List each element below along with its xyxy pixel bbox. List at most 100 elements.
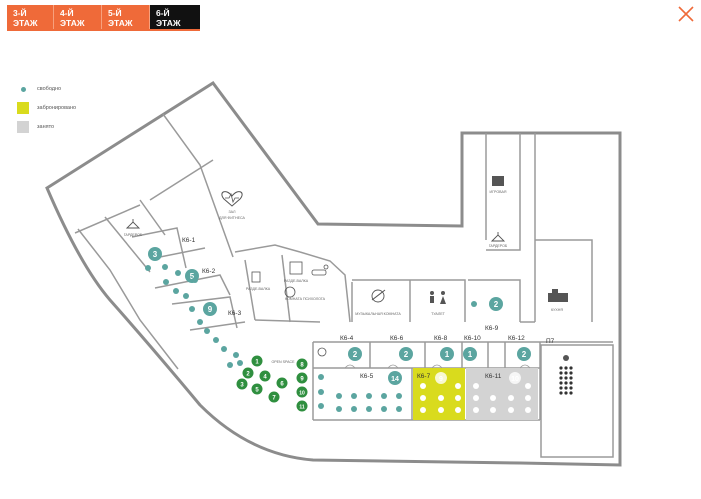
open-space-seats: 1 2 3 4 5 6 7 8 9 10 11 — [236, 355, 308, 412]
floor-tabs: 3-Й ЭТАЖ 4-Й ЭТАЖ 5-Й ЭТАЖ 6-Й ЭТАЖ — [7, 5, 200, 31]
busy-seat-dots — [473, 383, 531, 413]
room-k6-5-label: К6-5 — [360, 373, 374, 380]
tab-floor-6[interactable]: 6-Й ЭТАЖ — [150, 5, 200, 31]
svg-text:8: 8 — [300, 363, 304, 369]
close-icon — [678, 6, 694, 22]
legend-busy: занято — [17, 121, 76, 133]
capacity-badge-k6-4[interactable]: 2 — [348, 347, 362, 361]
svg-text:7: 7 — [272, 396, 276, 402]
right-wing — [540, 344, 614, 458]
shower-icon — [251, 271, 261, 283]
svg-text:11: 11 — [299, 405, 305, 411]
chat-icon — [284, 286, 296, 298]
capacity-k6-9: 2 — [494, 300, 499, 309]
wardrobe-label-2: ГАРДЕРОБ — [489, 244, 508, 248]
capacity-badge-k6-10[interactable]: 1 — [463, 347, 477, 361]
free-seat-dots — [145, 264, 477, 412]
music-icon — [371, 289, 386, 303]
room-k6-11-label: К6-11 — [485, 373, 502, 380]
open-seat-7[interactable]: 7 — [268, 391, 280, 403]
room-k6-7-label: К6-7 — [417, 373, 431, 380]
close-button[interactable] — [676, 4, 696, 24]
booked-swatch — [17, 102, 29, 114]
legend-busy-label: занято — [37, 124, 55, 130]
legend: свободно забронировано занято — [17, 83, 76, 140]
svg-text:4: 4 — [263, 375, 267, 381]
room-k6-9-label: К6-9 — [485, 325, 499, 332]
capacity-badge-k6-5[interactable]: 14 — [388, 371, 402, 385]
capacity-k6-2: 5 — [190, 272, 195, 281]
legend-booked: забронировано — [17, 102, 76, 114]
toilet-icon — [430, 291, 446, 304]
open-seat-5[interactable]: 5 — [251, 383, 263, 395]
capacity-k6-5: 14 — [391, 376, 399, 383]
capacity-k6-6: 2 — [404, 350, 409, 359]
open-seat-4[interactable]: 4 — [259, 370, 271, 382]
free-swatch — [17, 83, 29, 95]
capacity-k6-3: 9 — [208, 305, 213, 314]
capacity-k6-12: 2 — [522, 350, 527, 359]
capacity-badge-k6-1[interactable]: 3 — [148, 247, 162, 261]
open-seat-6[interactable]: 6 — [276, 377, 288, 389]
busy-swatch — [17, 121, 29, 133]
open-seat-1[interactable]: 1 — [251, 355, 263, 367]
room-k6-12-label: К6-12 — [508, 335, 525, 342]
gym-label-1: ЗАЛ — [228, 210, 236, 214]
open-seat-11[interactable]: 11 — [296, 400, 308, 412]
room-k6-4-label: К6-4 — [340, 335, 354, 342]
capacity-badge-k6-12[interactable]: 2 — [517, 347, 531, 361]
svg-text:6: 6 — [280, 382, 284, 388]
capacity-k6-4: 2 — [353, 350, 358, 359]
capacity-k6-7: 9 — [439, 376, 443, 383]
svg-text:9: 9 — [300, 377, 304, 383]
room-k6-3-label: К6-3 — [228, 310, 242, 317]
capacity-badge-k6-9[interactable]: 2 — [489, 297, 503, 311]
capacity-badge-k6-8[interactable]: 1 — [440, 347, 454, 361]
svg-text:10: 10 — [299, 391, 305, 397]
capacity-badge-k6-6[interactable]: 2 — [399, 347, 413, 361]
room-k6-1-label: К6-1 — [182, 237, 196, 244]
tab-floor-5[interactable]: 5-Й ЭТАЖ — [102, 5, 150, 31]
kitchen-icon — [548, 289, 568, 302]
door-markers — [344, 364, 531, 369]
auditorium-seats — [559, 366, 573, 395]
open-space-label: OPEN SPACE — [271, 360, 295, 364]
room-k6-8-label: К6-8 — [434, 335, 448, 342]
svg-text:5: 5 — [255, 388, 259, 394]
open-seat-2[interactable]: 2 — [242, 367, 254, 379]
open-seat-9[interactable]: 9 — [296, 372, 308, 384]
open-seat-8[interactable]: 8 — [296, 358, 308, 370]
legend-free-label: свободно — [37, 86, 62, 92]
legend-booked-label: забронировано — [37, 105, 77, 111]
capacity-badges: 3 5 9 2 14 2 9 1 — [148, 247, 531, 385]
legend-free: свободно — [17, 83, 76, 95]
svg-text:1: 1 — [255, 360, 259, 366]
capacity-badge-k6-7[interactable]: 9 — [435, 372, 447, 384]
bathtub-icon — [311, 264, 329, 276]
tab-floor-3[interactable]: 3-Й ЭТАЖ — [7, 5, 54, 31]
capacity-k6-11: 10 — [511, 376, 519, 383]
capacity-badge-k6-3[interactable]: 9 — [203, 302, 217, 316]
shower-label-2: РАЗДЕ-ВАЛКА — [284, 279, 309, 283]
tab-floor-4[interactable]: 4-Й ЭТАЖ — [54, 5, 102, 31]
tab-underline — [7, 29, 200, 31]
room-k6-10-label: К6-10 — [464, 335, 481, 342]
room-p7-label: П7 — [546, 338, 555, 345]
room-k6-2-label: К6-2 — [202, 268, 216, 275]
outer-walls — [45, 80, 622, 467]
auditorium-icon — [563, 355, 569, 361]
hanger-icon-2 — [490, 232, 506, 242]
open-seat-3[interactable]: 3 — [236, 378, 248, 390]
heart-pulse-icon — [221, 191, 243, 207]
capacity-k6-8: 1 — [445, 350, 450, 359]
toilet-label: ТУАЛЕТ — [431, 312, 445, 316]
capacity-k6-10: 1 — [468, 350, 473, 359]
room-k6-6-label: К6-6 — [390, 335, 404, 342]
svg-text:2: 2 — [246, 372, 250, 378]
capacity-badge-k6-11[interactable]: 10 — [509, 372, 521, 384]
game-room-label: ИГРОВАЯ — [490, 190, 507, 194]
gym-label-2: ДЛЯ ФИТНЕСА — [219, 216, 245, 220]
open-seat-10[interactable]: 10 — [296, 386, 308, 398]
game-controller-icon — [492, 176, 504, 186]
